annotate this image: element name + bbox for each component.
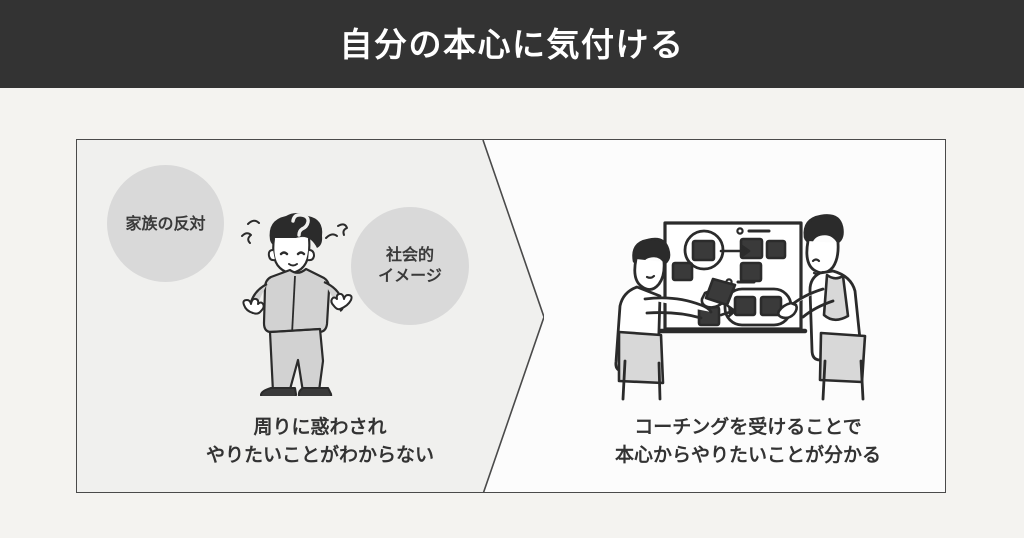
bubble-social-image: 社会的 イメージ [351, 207, 469, 325]
bubble-social-image-label: 社会的 イメージ [378, 245, 442, 285]
page-title: 自分の本心に気付ける [339, 24, 685, 64]
header-bar: 自分の本心に気付ける [0, 0, 1024, 88]
after-caption: コーチングを受けることで 本心からやりたいことが分かる [614, 416, 881, 466]
bubble-family-opposition-label: 家族の反対 [125, 213, 206, 233]
confused-person-icon [241, 213, 353, 396]
coaching-session-illustration [601, 201, 869, 401]
coaching-whiteboard-icon [614, 214, 867, 401]
comparison-panel: 家族の反対 社会的 イメージ [76, 139, 946, 493]
confused-person-illustration [234, 196, 362, 396]
bubble-family-opposition: 家族の反対 [107, 165, 224, 282]
before-caption: 周りに惑わされ やりたいことがわからない [205, 416, 434, 466]
